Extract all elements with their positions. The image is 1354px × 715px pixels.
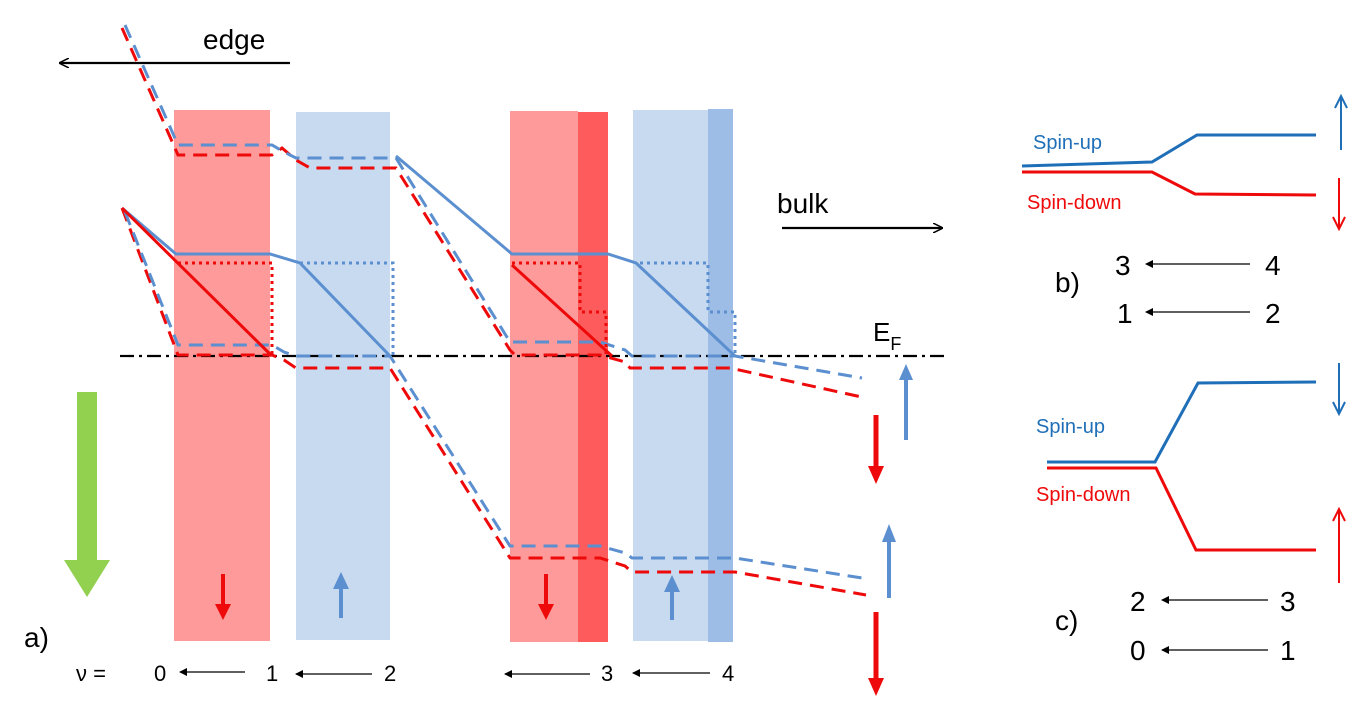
red-dotted-1	[178, 261, 274, 356]
panel-c-transition-1-to: 2	[1130, 586, 1146, 617]
panel-c-spin-up-arrow	[1332, 506, 1346, 583]
panel-b-spin-down-arrow	[1332, 178, 1346, 232]
panel-b-spin-down-label: Spin-down	[1027, 192, 1122, 214]
blue-dashed-level-top	[123, 24, 863, 380]
panel-c-label: c)	[1055, 605, 1078, 636]
nu-value-4: 4	[722, 661, 734, 686]
panel-c-spin-up-line	[1047, 380, 1317, 464]
nu-value-1: 1	[266, 661, 278, 686]
spin-up-arrow-band-2	[664, 575, 680, 620]
spin-down-arrow-bulk-2	[868, 612, 884, 696]
red-dashed-level-top	[120, 27, 867, 400]
panel-b-label: b)	[1055, 267, 1080, 298]
spin-up-arrow-bulk-1	[899, 364, 913, 440]
blue-band-2-dark	[708, 109, 733, 642]
panel-b: Spin-up Spin-down b) 3 4 1 2	[1021, 93, 1348, 329]
nu-value-0: 0	[154, 661, 166, 686]
panel-c: Spin-up Spin-down c) 2 3 0 1	[1036, 363, 1346, 666]
filling-factor-arrows	[179, 668, 710, 678]
blue-band-1	[296, 112, 390, 640]
red-solid-edge-2	[510, 263, 614, 358]
blue-solid-mid	[395, 154, 737, 358]
panel-b-spin-up-arrow	[1334, 93, 1348, 150]
red-dashed-level-low	[120, 207, 867, 597]
band-spin-arrows	[215, 572, 680, 620]
landau-level-bands	[174, 109, 733, 642]
panel-b-transition-2-to: 1	[1117, 298, 1133, 329]
panel-a-label: a)	[24, 622, 49, 653]
red-band-2-dark	[578, 112, 608, 642]
panel-c-transition-2-to: 0	[1130, 635, 1146, 666]
blue-solid-edge-1	[121, 206, 392, 358]
spin-down-arrow-band-2	[538, 574, 554, 620]
blue-dashed-level-low	[123, 211, 863, 580]
spin-down-arrow-bulk-1	[868, 415, 884, 484]
nu-value-2: 2	[384, 661, 396, 686]
panel-c-transition-1-from: 3	[1280, 586, 1296, 617]
bulk-label: bulk	[777, 188, 829, 219]
red-band-1	[174, 110, 270, 641]
edge-label: edge	[203, 24, 265, 55]
panel-c-spin-down-arrow	[1332, 363, 1346, 417]
spin-down-arrow-band-1	[215, 574, 231, 620]
spin-down-dashed-levels	[120, 27, 867, 597]
panel-b-transition-1-to: 3	[1115, 250, 1131, 281]
panel-c-spin-down-label: Spin-down	[1036, 484, 1131, 506]
panel-c-transition-2-from: 1	[1280, 635, 1296, 666]
panel-b-spin-up-label: Spin-up	[1033, 132, 1102, 154]
panel-b-spin-down-line	[1022, 170, 1317, 197]
panel-c-spin-up-label: Spin-up	[1036, 416, 1105, 438]
green-down-arrow	[64, 392, 110, 597]
spin-up-dashed-levels	[123, 24, 863, 580]
spin-up-arrow-bulk-2	[882, 524, 896, 598]
panel-b-transition-1-from: 4	[1265, 250, 1281, 281]
panel-c-spin-down-line	[1047, 466, 1316, 552]
blue-dotted-1	[300, 261, 395, 356]
solid-levels	[120, 154, 737, 358]
bulk-spin-arrows	[868, 364, 913, 696]
panel-b-transition-2-from: 2	[1265, 298, 1281, 329]
panel-b-spin-up-line	[1021, 133, 1316, 168]
red-solid-edge-1	[120, 206, 274, 358]
dotted-levels	[178, 261, 737, 356]
blue-band-2	[633, 110, 708, 641]
nu-label: ν =	[76, 661, 106, 686]
red-band-2	[510, 111, 578, 642]
spin-up-arrow-band-1	[333, 572, 349, 618]
nu-value-3: 3	[601, 661, 613, 686]
fermi-level-label: EF	[873, 317, 901, 354]
